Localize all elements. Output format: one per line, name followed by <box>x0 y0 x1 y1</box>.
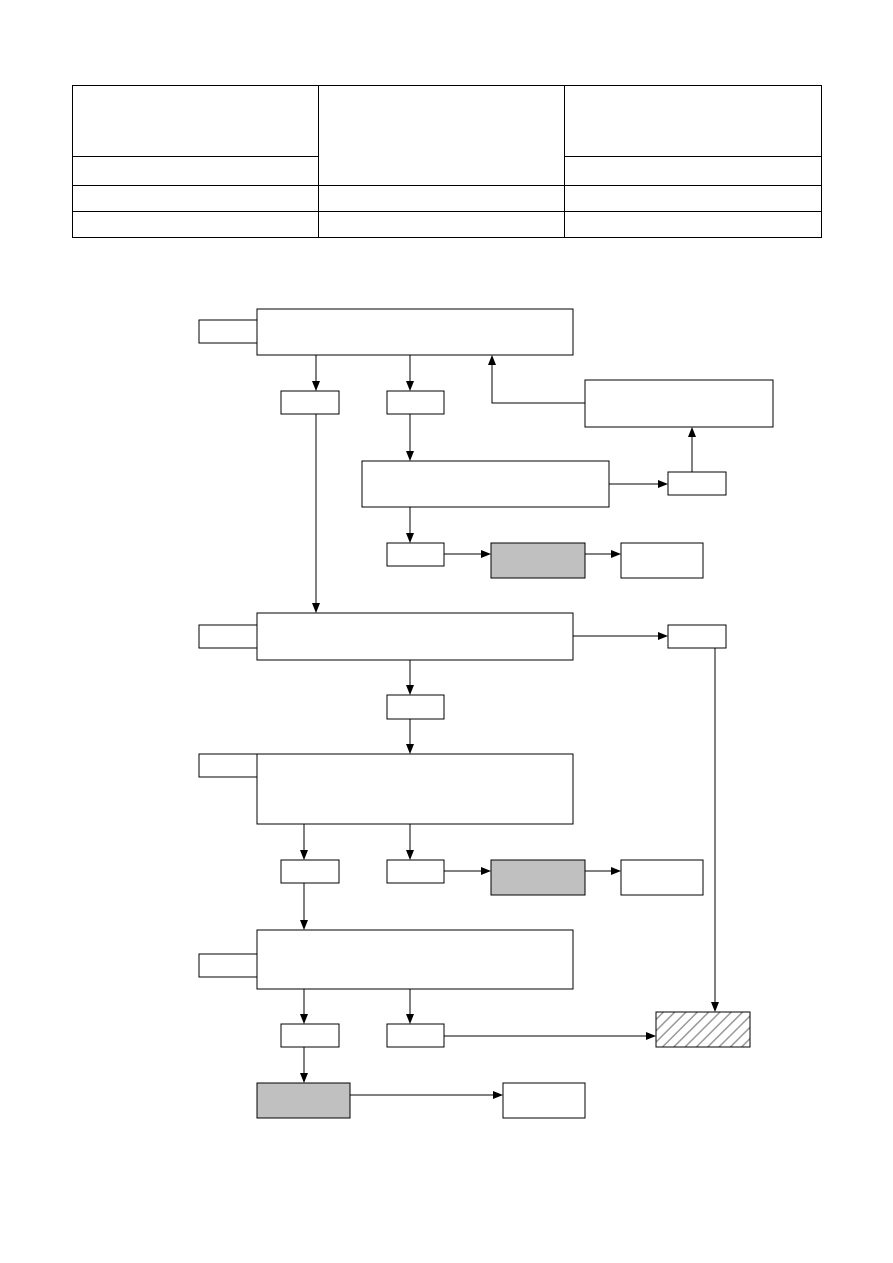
stage3-tag <box>198 753 258 778</box>
stage4-out-a-box <box>280 1023 340 1048</box>
stage1-out-b-box <box>386 390 445 415</box>
end-box <box>620 542 704 579</box>
gray-box <box>256 1082 351 1119</box>
end-box <box>620 859 704 896</box>
stage2-out-down-box <box>386 694 445 720</box>
table-cell <box>318 211 565 238</box>
gray-box <box>490 542 586 579</box>
stage1-tag <box>198 319 258 344</box>
stage3-box <box>256 753 574 825</box>
stage2-out-right-box <box>667 624 727 649</box>
stage1-box <box>256 308 574 356</box>
gray-box <box>490 859 586 896</box>
header-table <box>72 85 822 238</box>
table-cell <box>72 211 319 238</box>
check-out-right-box <box>667 471 727 496</box>
table-row <box>72 185 822 212</box>
stage1-out-a-box <box>280 390 340 415</box>
table-cell <box>72 185 319 212</box>
stage2-tag <box>198 624 258 649</box>
feedback-box <box>584 379 774 428</box>
stage4-out-b-box <box>386 1023 445 1048</box>
stage2-box <box>256 612 574 661</box>
end-box <box>502 1082 586 1119</box>
table-row <box>72 211 822 238</box>
table-cell <box>72 85 319 157</box>
table-cell <box>564 211 822 238</box>
check-out-down-box <box>386 542 445 567</box>
table-cell <box>564 85 822 157</box>
feedback-arrow <box>488 355 585 404</box>
check-box <box>361 460 610 508</box>
stage4-tag <box>198 953 258 978</box>
table-cell <box>318 185 565 212</box>
stage3-out-a-box <box>280 859 340 884</box>
stage4-box <box>256 929 574 990</box>
hatched-box <box>655 1011 751 1048</box>
stage3-out-b-box <box>386 859 445 884</box>
